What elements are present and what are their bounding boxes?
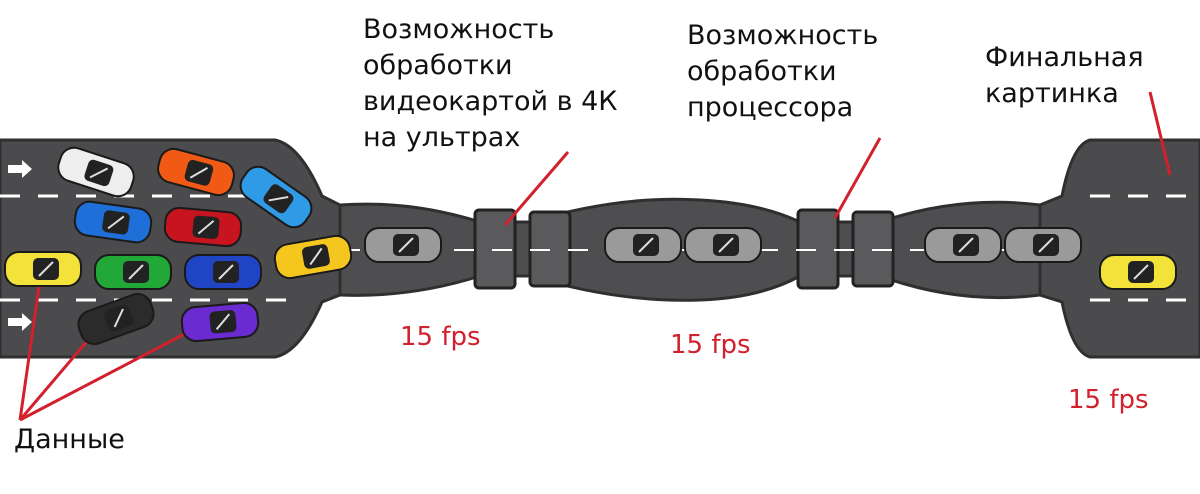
car (924, 227, 1002, 263)
final-picture-label: Финальная картинка (985, 42, 1144, 109)
car (1004, 227, 1082, 263)
car (180, 301, 260, 343)
cpu-pointer-line (833, 137, 882, 219)
data-pointer-line-3 (19, 316, 216, 422)
car (94, 254, 172, 290)
car (604, 227, 682, 263)
car (4, 251, 82, 287)
car (364, 227, 442, 263)
car (684, 227, 762, 263)
gpu-capability-label: Возможность обработки видеокартой в 4К н… (363, 14, 618, 153)
car (1099, 254, 1177, 290)
car (239, 165, 313, 229)
arrow-icon (8, 313, 32, 331)
arrow-icon (8, 160, 32, 178)
data-label: Данные (14, 424, 125, 455)
car (184, 254, 262, 290)
car (73, 200, 153, 244)
cars (4, 146, 1177, 346)
car (157, 147, 235, 197)
final-fps-value: 15 fps (1068, 385, 1149, 415)
cpu-fps-value: 15 fps (670, 330, 751, 360)
data-pointer-line-1 (18, 279, 42, 421)
cpu-bottleneck-gate (796, 208, 895, 290)
car (273, 234, 353, 280)
gpu-pointer-line (503, 151, 570, 226)
gpu-fps-value: 15 fps (400, 322, 481, 352)
output-road-wide (1038, 138, 1200, 359)
car (57, 146, 135, 198)
cpu-capability-label: Возможность обработки процессора (687, 20, 879, 123)
car (163, 206, 243, 248)
direction-arrows (8, 160, 32, 331)
car (77, 292, 155, 346)
final-pointer-line (1148, 91, 1172, 176)
